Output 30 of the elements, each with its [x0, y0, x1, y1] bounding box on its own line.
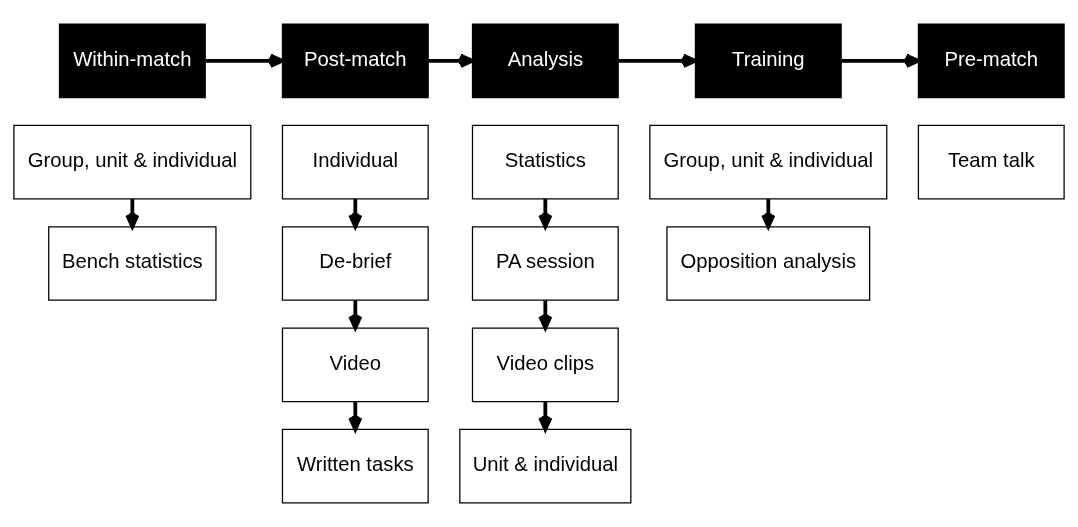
- node-box: Opposition analysis: [666, 226, 871, 301]
- arrow: [348, 199, 363, 229]
- node-box: Pre-match: [917, 23, 1065, 99]
- arrow: [538, 401, 553, 432]
- node-box: Video: [281, 327, 429, 403]
- arrow: [761, 199, 776, 229]
- node-box: Group, unit & individual: [649, 124, 888, 200]
- arrow: [125, 199, 140, 229]
- node-box: Statistics: [471, 124, 619, 200]
- node-box: Within-match: [58, 23, 206, 99]
- node-box: PA session: [471, 226, 619, 301]
- arrow: [538, 199, 553, 229]
- node-box: Unit & individual: [459, 428, 632, 504]
- arrow: [348, 401, 363, 432]
- arrow: [348, 300, 363, 330]
- node-box: Individual: [281, 124, 429, 200]
- node-box: Bench statistics: [48, 226, 217, 301]
- arrow: [841, 53, 920, 68]
- node-box: Post-match: [281, 23, 429, 99]
- arrow: [538, 300, 553, 330]
- node-box: De-brief: [281, 226, 429, 301]
- arrow: [205, 53, 285, 68]
- arrow: [618, 53, 698, 68]
- node-box: Training: [694, 23, 842, 99]
- node-box: Team talk: [917, 124, 1065, 200]
- node-box: Group, unit & individual: [13, 124, 252, 200]
- node-box: Analysis: [471, 23, 619, 99]
- node-box: Video clips: [471, 327, 619, 403]
- arrow: [428, 53, 475, 68]
- node-box: Written tasks: [281, 428, 429, 504]
